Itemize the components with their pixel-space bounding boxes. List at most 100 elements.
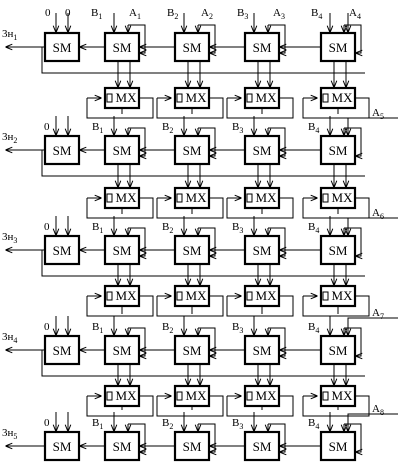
row-input-label: B4 — [308, 417, 319, 431]
adder-box — [103, 430, 141, 462]
adder-block: SM — [43, 234, 81, 266]
top-input-label: A3 — [273, 7, 285, 21]
mux-loop-wire — [86, 295, 154, 317]
row-a-input-label-sub: 6 — [380, 212, 384, 221]
row-input-label-main: B — [308, 221, 315, 233]
row-input-label-main: B — [232, 417, 239, 429]
row-input-label-main: 0 — [44, 321, 50, 333]
mux-loop-wire — [226, 295, 294, 317]
adder-label: SM — [183, 439, 202, 454]
row-input-label: B3 — [232, 121, 243, 135]
top-input-label: A4 — [349, 7, 361, 21]
adder-label: SM — [329, 40, 348, 55]
mux-label: MX — [256, 90, 278, 105]
mux-box — [173, 384, 211, 408]
adder-block: SM — [243, 334, 281, 366]
mux-block: MX — [103, 86, 141, 110]
adder-box — [319, 134, 357, 166]
top-input-label-sub: 2 — [209, 12, 213, 21]
row-output-label-sub: 4 — [13, 336, 17, 345]
mux-loop-wire — [226, 97, 294, 119]
adder-box — [173, 234, 211, 266]
adder-label: SM — [183, 243, 202, 258]
mux-box — [103, 284, 141, 308]
mux-loop-wire — [226, 395, 294, 417]
adder-block: SM — [43, 430, 81, 462]
mux-box — [243, 384, 281, 408]
row-input-label-main: B — [308, 121, 315, 133]
adder-block: SM — [103, 134, 141, 166]
row-a-input-label-sub: 7 — [380, 312, 384, 321]
feedback-wire — [128, 24, 145, 53]
row-input-label-main: B — [92, 321, 99, 333]
mux-select-pin — [322, 391, 329, 401]
adder-box — [43, 31, 81, 63]
mux-box — [173, 186, 211, 210]
row-output-label-main: 3н — [2, 427, 14, 439]
adder-block: SM — [319, 31, 357, 63]
adder-box — [243, 134, 281, 166]
row-input-label-sub: 2 — [169, 422, 173, 431]
adder-block: SM — [173, 430, 211, 462]
adder-box — [319, 430, 357, 462]
mux-label: MX — [332, 288, 354, 303]
top-input-label: A1 — [129, 7, 141, 21]
a-input-wire — [348, 317, 398, 335]
top-input-label-sub: 1 — [137, 12, 141, 21]
mux-loop-wire — [156, 97, 224, 119]
top-input-label-main: 0 — [45, 7, 51, 19]
adder-block: SM — [43, 334, 81, 366]
feedback-wire — [128, 423, 145, 452]
row-input-label: 0 — [44, 321, 50, 333]
row-output-label-main: 3н — [2, 28, 14, 40]
a-input-wire — [348, 217, 398, 235]
adder-block: SM — [173, 134, 211, 166]
top-input-label-main: A — [273, 7, 281, 19]
mux-select-pin — [246, 291, 253, 301]
adder-label: SM — [183, 40, 202, 55]
row-a-input-label-main: A — [372, 403, 380, 415]
a-input-wire — [348, 117, 398, 135]
adder-box — [103, 134, 141, 166]
mux-select-pin — [176, 391, 183, 401]
adder-box — [173, 31, 211, 63]
adder-box — [243, 234, 281, 266]
bus-wire — [41, 150, 365, 177]
mux-box — [319, 384, 357, 408]
row-input-label: B1 — [92, 321, 103, 335]
row-input-label: B1 — [92, 417, 103, 431]
wires-layer — [6, 13, 398, 452]
adder-block: SM — [243, 31, 281, 63]
mux-loop-wire — [302, 395, 370, 417]
adder-block: SM — [243, 134, 281, 166]
row-input-label-main: B — [232, 321, 239, 333]
row-a-input-label-sub: 8 — [380, 408, 384, 417]
adder-label: SM — [113, 243, 132, 258]
adder-box — [319, 31, 357, 63]
row-input-label-sub: 3 — [239, 422, 243, 431]
row-input-label: B1 — [92, 121, 103, 135]
adder-label: SM — [113, 143, 132, 158]
row-input-label-sub: 1 — [99, 422, 103, 431]
row-input-label-main: 0 — [44, 221, 50, 233]
mux-loop-wire — [302, 295, 370, 317]
mux-block: MX — [173, 284, 211, 308]
adder-block: SM — [173, 234, 211, 266]
adder-label: SM — [53, 143, 72, 158]
mux-select-pin — [246, 193, 253, 203]
mux-loop-wire — [86, 97, 154, 119]
mux-block: MX — [319, 284, 357, 308]
row-input-label: 0 — [44, 121, 50, 133]
mux-box — [319, 186, 357, 210]
top-input-label-sub: 4 — [357, 12, 361, 21]
top-input-label: B3 — [237, 7, 248, 21]
row-input-label: B3 — [232, 321, 243, 335]
mux-select-pin — [176, 193, 183, 203]
mux-block: MX — [173, 384, 211, 408]
row-input-label: B1 — [92, 221, 103, 235]
mux-loop-wire — [86, 197, 154, 219]
mux-block: MX — [319, 186, 357, 210]
adder-block: SM — [103, 234, 141, 266]
feedback-wire — [198, 327, 215, 356]
